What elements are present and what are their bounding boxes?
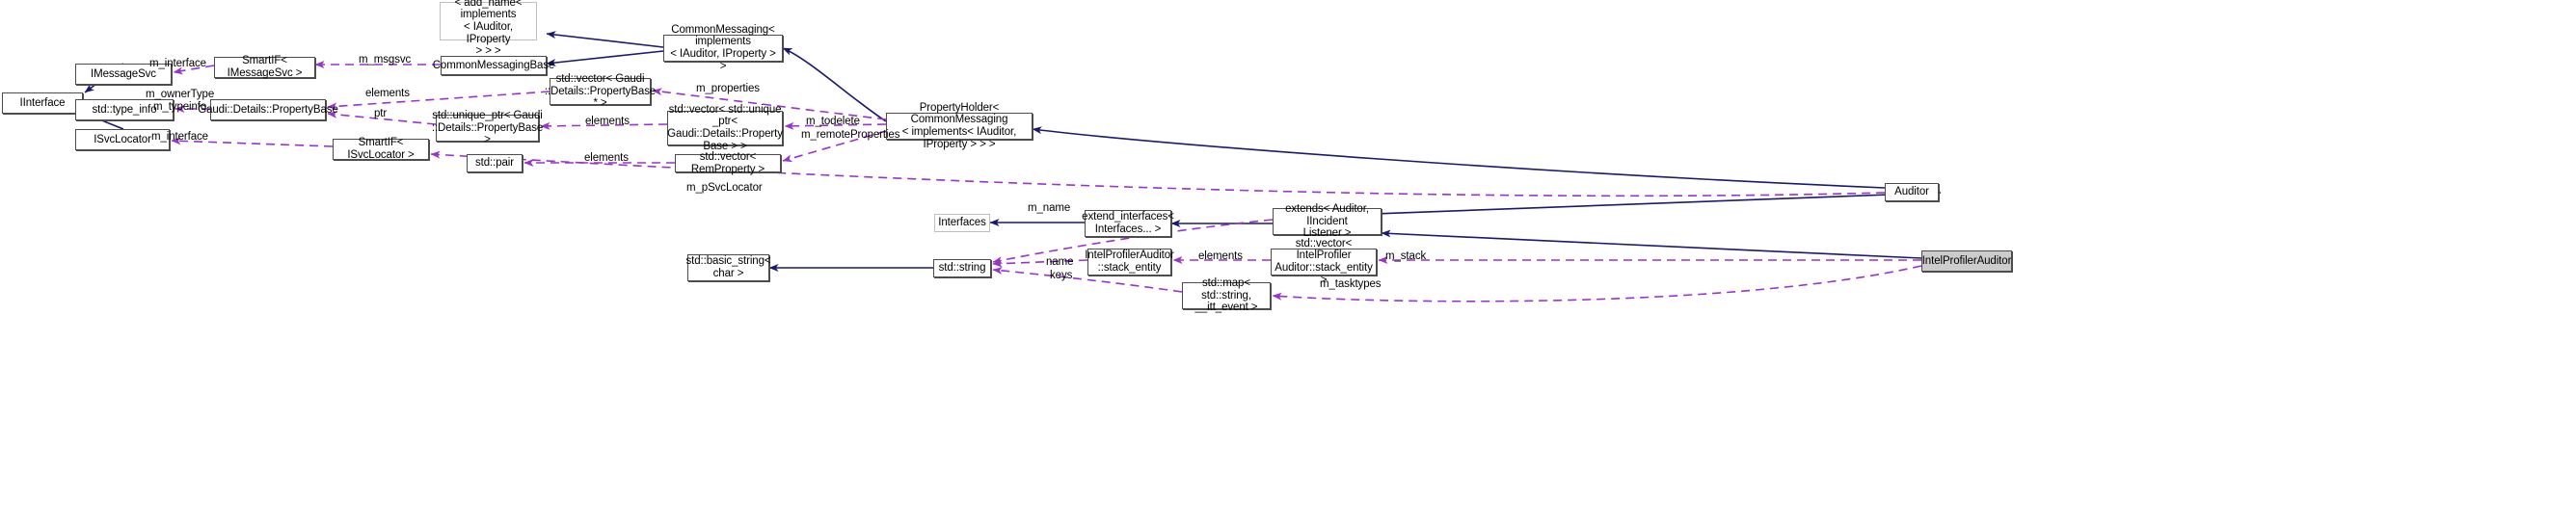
class-node-propertybase[interactable]: Gaudi::Details::PropertyBase bbox=[198, 99, 338, 120]
edge-label-m_msgsvc: m_msgsvc bbox=[359, 54, 412, 66]
edge-label-m_properties: m_properties bbox=[696, 83, 760, 94]
edge-label-m_name: m_name bbox=[1028, 202, 1071, 214]
edge-label-keys: keys bbox=[1050, 270, 1073, 281]
class-node-extend_interfaces[interactable]: extend_interfaces< Interfaces... > bbox=[1082, 210, 1174, 237]
class-node-vec_unique_ptr[interactable]: std::vector< std::unique _ptr< Gaudi::De… bbox=[667, 103, 783, 152]
edge-label-elements_1: elements bbox=[365, 88, 410, 99]
edge-label-m_interface_1: m_interface bbox=[149, 58, 206, 69]
class-node-intelprofilerauditor[interactable]: IntelProfilerAuditor bbox=[1921, 250, 2012, 272]
class-node-interfaces[interactable]: Interfaces bbox=[934, 214, 990, 232]
class-node-add_servicelocator[interactable]: add_serviceLocator < add_name< implement… bbox=[440, 0, 537, 57]
class-node-stack_entity[interactable]: IntelProfilerAuditor ::stack_entity bbox=[1085, 249, 1174, 276]
edge-label-elements_4: elements bbox=[1198, 250, 1243, 262]
class-node-commonmessagingbase[interactable]: CommonMessagingBase bbox=[433, 56, 554, 75]
class-node-basic_string[interactable]: std::basic_string< char > bbox=[685, 254, 771, 281]
class-node-iinterface[interactable]: IInterface bbox=[2, 92, 83, 114]
edge-label-elements_3: elements bbox=[584, 152, 629, 164]
edge-label-m_stack: m_stack bbox=[1385, 250, 1427, 262]
class-node-vec_remproperty[interactable]: std::vector< RemProperty > bbox=[675, 151, 781, 175]
edge-label-m_interface_2: m_interface bbox=[151, 131, 208, 143]
edge-label-m_ownertype: m_ownerType m_typeinfo bbox=[146, 89, 215, 113]
class-node-vec_stack_entity[interactable]: std::vector< IntelProfiler Auditor::stac… bbox=[1271, 238, 1377, 286]
class-node-commonmessaging[interactable]: CommonMessaging< implements < IAuditor, … bbox=[663, 24, 783, 72]
class-node-map_string_itt[interactable]: std::map< std::string, __itt_event > bbox=[1182, 277, 1271, 313]
class-node-std_pair[interactable]: std::pair bbox=[467, 154, 523, 172]
class-node-smartif_imessagesvc[interactable]: SmartIF< IMessageSvc > bbox=[214, 55, 315, 79]
class-node-unique_ptr_propbase[interactable]: std::unique_ptr< Gaudi ::Details::Proper… bbox=[431, 110, 544, 146]
edge-label-ptr: ptr bbox=[374, 108, 388, 119]
edge-label-elements_2: elements bbox=[585, 116, 630, 127]
class-node-vec_propertybase_ptr[interactable]: std::vector< Gaudi ::Details::PropertyBa… bbox=[544, 73, 657, 110]
class-node-extends_auditor[interactable]: extends< Auditor, IIncident Listener > bbox=[1273, 203, 1382, 239]
edge-label-m_remoteproperties: m_remoteProperties bbox=[801, 129, 900, 141]
class-node-auditor[interactable]: Auditor bbox=[1885, 183, 1939, 201]
edge-label-name: name bbox=[1046, 256, 1074, 268]
class-node-propertyholder[interactable]: PropertyHolder< CommonMessaging < implem… bbox=[886, 102, 1033, 150]
edge-label-m_psvclocator: m_pSvcLocator bbox=[686, 182, 763, 194]
edge-label-m_tasktypes: m_tasktypes bbox=[1320, 278, 1382, 290]
class-node-smartif_isvclocator[interactable]: SmartIF< ISvcLocator > bbox=[333, 137, 429, 161]
edge-label-m_todelete: m_todelete bbox=[806, 116, 860, 127]
class-node-std_string[interactable]: std::string bbox=[933, 259, 991, 277]
